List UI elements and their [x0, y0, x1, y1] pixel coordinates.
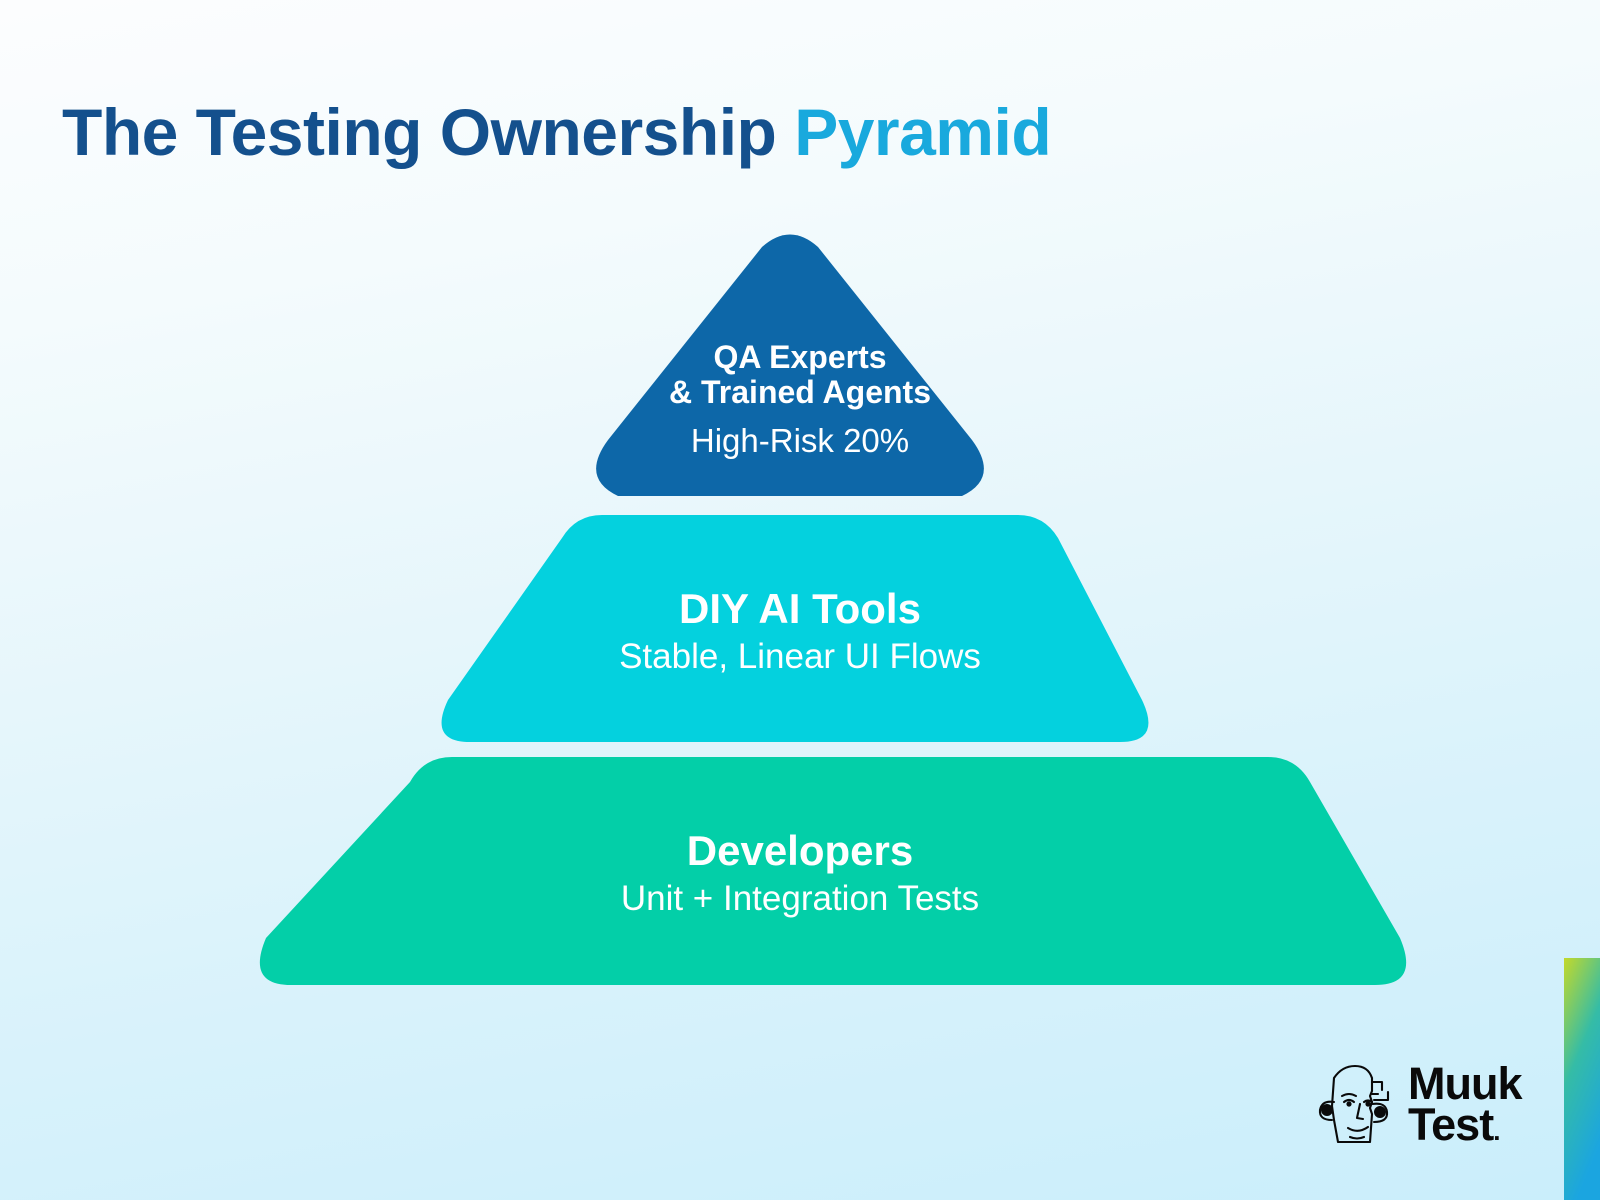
page-title: The Testing Ownership Pyramid [62, 95, 1052, 170]
muuktest-logo[interactable]: Muuk Test. [1308, 1058, 1522, 1150]
muuktest-wordmark: Muuk Test. [1408, 1057, 1522, 1147]
logo-word-test-text: Test [1408, 1099, 1494, 1150]
edge-accent-strip [1564, 958, 1600, 1200]
logo-word-test: Test. [1408, 1102, 1522, 1147]
pyramid-tier-developers-shape[interactable] [259, 757, 1407, 985]
pyramid-tier-qa-experts-shape[interactable] [596, 234, 984, 497]
logo-word-dot: . [1493, 1116, 1500, 1146]
pyramid-tier-diy-ai-tools-shape[interactable] [441, 515, 1149, 742]
muuktest-face-icon [1318, 1064, 1390, 1144]
page-title-accent: Pyramid [794, 95, 1052, 170]
page-title-main: The Testing Ownership [62, 95, 795, 170]
logo-word-muuk: Muuk [1408, 1057, 1522, 1109]
